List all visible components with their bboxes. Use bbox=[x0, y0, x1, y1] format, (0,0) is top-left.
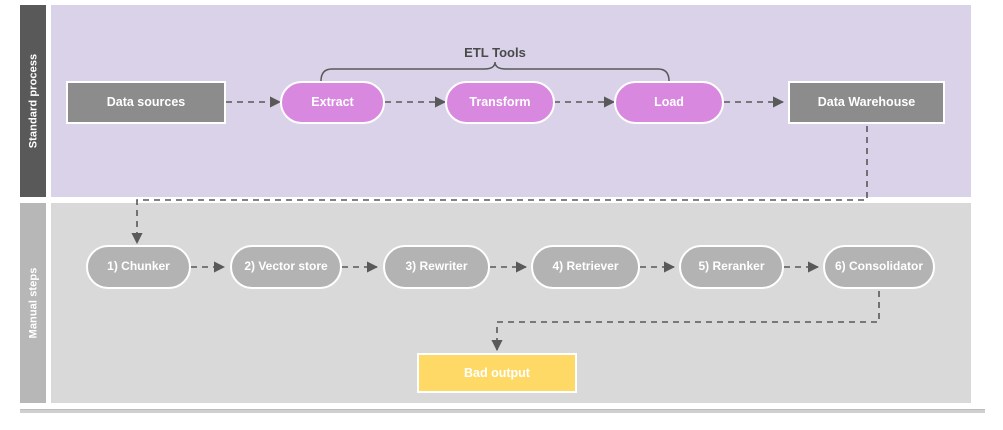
node-load[interactable]: Load bbox=[614, 81, 724, 124]
node-retriever[interactable]: 4) Retriever bbox=[531, 245, 640, 289]
node-data-sources-label: Data sources bbox=[106, 95, 186, 110]
lane-manual-steps-label: Manual steps bbox=[20, 203, 46, 403]
node-data-warehouse-label: Data Warehouse bbox=[817, 95, 916, 110]
node-vector-store[interactable]: 2) Vector store bbox=[230, 245, 342, 289]
node-retriever-label: 4) Retriever bbox=[552, 259, 619, 274]
lane-manual-steps-text: Manual steps bbox=[27, 267, 40, 339]
node-chunker[interactable]: 1) Chunker bbox=[86, 245, 191, 289]
node-rewriter[interactable]: 3) Rewriter bbox=[383, 245, 490, 289]
node-data-warehouse[interactable]: Data Warehouse bbox=[788, 81, 945, 124]
node-vector-store-label: 2) Vector store bbox=[244, 259, 328, 274]
etl-tools-label: ETL Tools bbox=[464, 45, 526, 60]
node-bad-output-label: Bad output bbox=[464, 365, 530, 380]
node-transform[interactable]: Transform bbox=[445, 81, 555, 124]
node-data-sources[interactable]: Data sources bbox=[66, 81, 226, 124]
node-bad-output[interactable]: Bad output bbox=[417, 353, 577, 393]
node-transform-label: Transform bbox=[469, 95, 531, 110]
node-rewriter-label: 3) Rewriter bbox=[405, 259, 468, 274]
footer-divider bbox=[20, 409, 985, 413]
node-chunker-label: 1) Chunker bbox=[107, 259, 170, 274]
node-extract[interactable]: Extract bbox=[280, 81, 385, 124]
node-consolidator[interactable]: 6) Consolidator bbox=[823, 245, 935, 289]
lane-standard-process-text: Standard process bbox=[27, 53, 39, 149]
lane-standard-process-label: Standard process bbox=[20, 5, 46, 197]
node-reranker[interactable]: 5) Reranker bbox=[679, 245, 784, 289]
node-reranker-label: 5) Reranker bbox=[698, 259, 765, 274]
node-load-label: Load bbox=[654, 95, 684, 110]
node-consolidator-label: 6) Consolidator bbox=[834, 259, 923, 274]
node-extract-label: Extract bbox=[311, 95, 354, 110]
